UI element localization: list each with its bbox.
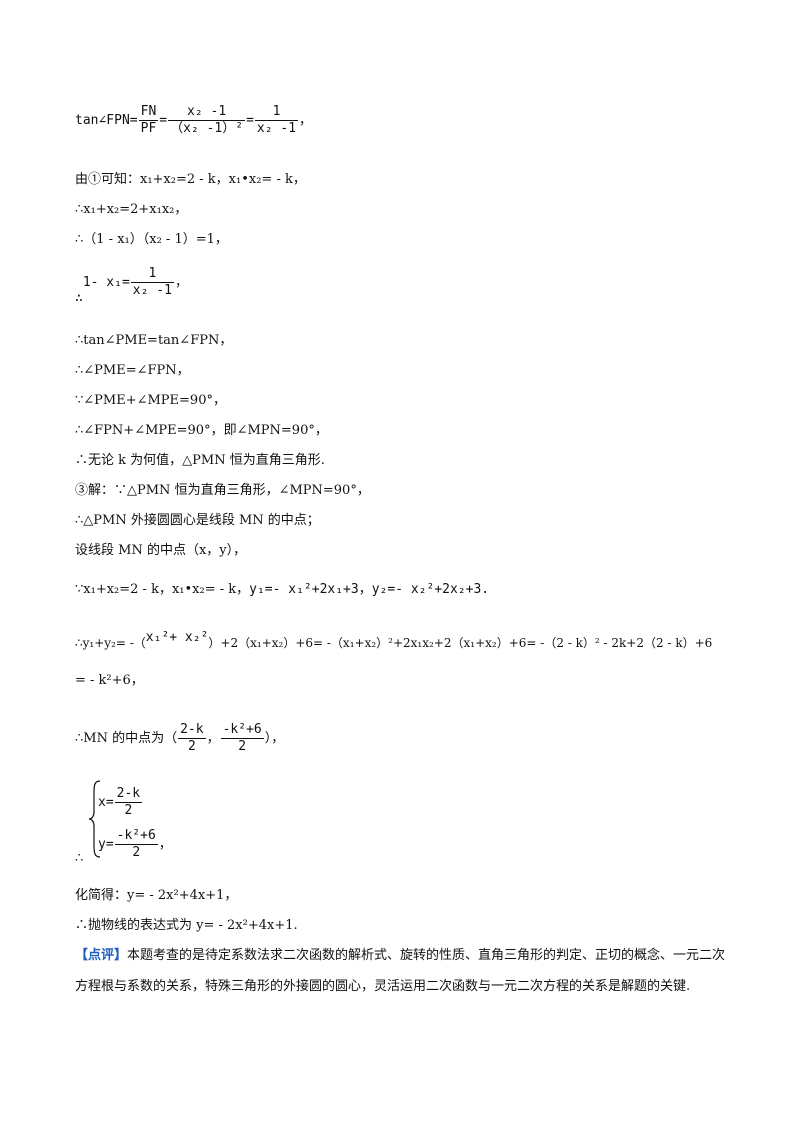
text-line-10: ∴无论 k 为何值，△PMN 恒为直角三角形. [75, 453, 325, 468]
comment-paragraph: 【点评】本题考查的是待定系数法求二次函数的解析式、旋转的性质、直角三角形的判定、… [75, 940, 735, 1002]
text-line-3: ∴x₁+x₂=2+x₁x₂， [75, 202, 188, 217]
text-line-8: ∵∠PME+∠MPE=90°， [75, 393, 226, 408]
text-line-15: ∴y₁+y₂= -（x₁²+ x₂²）+2（x₁+x₂）+6= -（x₁+x₂）… [75, 630, 713, 650]
text-line-6: ∴tan∠PME=tan∠FPN， [75, 333, 233, 348]
text-line-12: ∴△PMN 外接圆圆心是线段 MN 的中点； [75, 513, 320, 528]
text-line-7: ∴∠PME=∠FPN， [75, 363, 190, 378]
text-line-13: 设线段 MN 的中点（x，y）， [75, 543, 247, 558]
text-line-2: 由①可知：x₁+x₂=2 - k，x₁•x₂= - k， [75, 172, 306, 187]
text-line-11: ③解：∵△PMN 恒为直角三角形，∠MPN=90°， [75, 483, 370, 498]
left-brace-icon [88, 780, 101, 858]
system-prefix: ∴ [75, 851, 84, 866]
text-line-9: ∴∠FPN+∠MPE=90°，即∠MPN=90°， [75, 423, 328, 438]
comment-text: 本题考查的是待定系数法求二次函数的解析式、旋转的性质、直角三角形的判定、正切的概… [75, 948, 726, 994]
text-line-16: = - k²+6， [75, 673, 144, 688]
text-line-14: ∵x₁+x₂=2 - k，x₁•x₂= - k，y₁=- x₁²+2x₁+3，y… [75, 582, 490, 597]
y1-y2-definitions: y₁=- x₁²+2x₁+3，y₂=- x₂²+2x₂+3. [249, 582, 490, 597]
text-line-19: 化简得：y= - 2x²+4x+1， [75, 888, 238, 903]
text-line-4: ∴（1 - x₁）（x₂ - 1）=1， [75, 232, 228, 247]
fraction-x2-minus-1: x₂ -1（x₂ -1）² [168, 104, 246, 136]
text-line-20: ∴抛物线的表达式为 y= - 2x²+4x+1. [75, 918, 298, 933]
comment-tag: 【点评】 [75, 948, 128, 963]
